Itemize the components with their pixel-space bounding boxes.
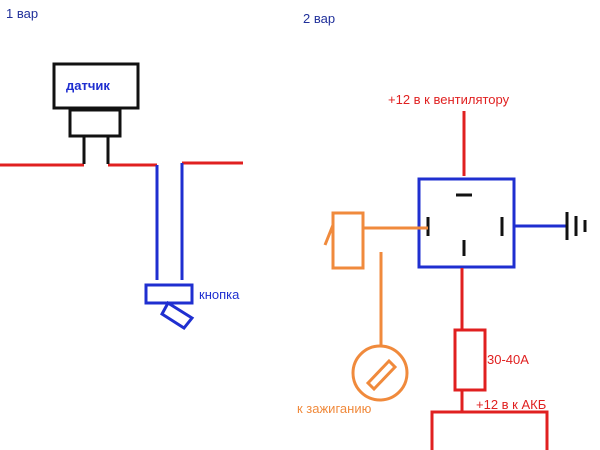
- sensor-head: [52, 62, 140, 110]
- button-label: кнопка: [199, 287, 240, 302]
- fan-label: +12 в к вентилятору: [388, 92, 510, 107]
- ground-icon: [565, 212, 587, 240]
- button-body: [144, 283, 194, 305]
- fuse-label: 30-40А: [487, 352, 529, 367]
- ground: [514, 212, 587, 240]
- relay: [417, 177, 516, 269]
- ignition-relay: [323, 211, 428, 355]
- button-switch: [144, 283, 195, 330]
- sensor: датчик: [52, 62, 140, 164]
- variant1-title: 1 вар: [6, 6, 38, 21]
- ignition-relay-body: [331, 211, 365, 270]
- variant2-title: 2 вар: [303, 11, 335, 26]
- relay-body: [417, 177, 516, 269]
- button-pusher: [160, 300, 195, 330]
- ignition-relay-tab: [323, 224, 335, 246]
- ignition-label: к зажиганию: [297, 401, 372, 416]
- fuse: [453, 328, 487, 392]
- battery-box: [430, 410, 549, 450]
- ignition-key-icon: [351, 344, 409, 402]
- v1-red-wire: [0, 161, 243, 167]
- sensor-label: датчик: [66, 78, 110, 93]
- v1-blue-wires: [155, 163, 184, 280]
- sensor-body: [68, 108, 122, 138]
- battery-label: +12 в к АКБ: [476, 397, 546, 412]
